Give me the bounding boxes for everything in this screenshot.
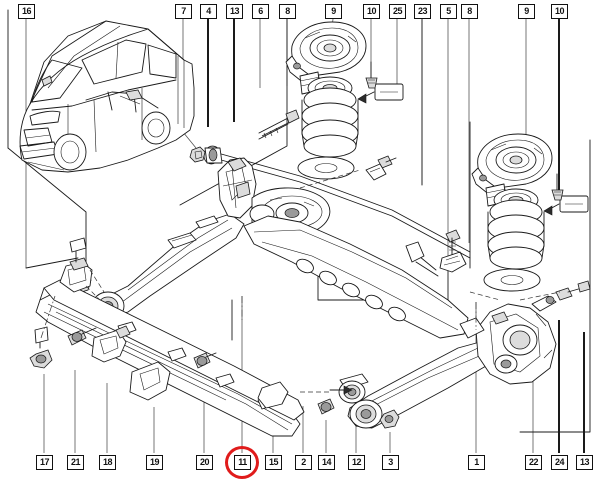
part-left-strut-assembly xyxy=(285,21,404,181)
callout-16[interactable]: 16 xyxy=(18,4,35,19)
callout-18[interactable]: 18 xyxy=(99,455,116,470)
callout-8[interactable]: 8 xyxy=(279,4,296,19)
part-front-subframe-crossmember xyxy=(29,237,400,437)
callout-10[interactable]: 10 xyxy=(551,4,568,19)
callout-4[interactable]: 4 xyxy=(200,4,217,19)
callout-19[interactable]: 19 xyxy=(146,455,163,470)
callout-9[interactable]: 9 xyxy=(325,4,342,19)
callout-20[interactable]: 20 xyxy=(196,455,213,470)
callout-13[interactable]: 13 xyxy=(576,455,593,470)
construction-lines xyxy=(85,169,561,330)
callout-25[interactable]: 25 xyxy=(389,4,406,19)
callout-5[interactable]: 5 xyxy=(440,4,457,19)
callout-22[interactable]: 22 xyxy=(525,455,542,470)
callout-23[interactable]: 23 xyxy=(414,4,431,19)
callout-2[interactable]: 2 xyxy=(295,455,312,470)
callout-17[interactable]: 17 xyxy=(36,455,53,470)
callout-10[interactable]: 10 xyxy=(363,4,380,19)
callout-24[interactable]: 24 xyxy=(551,455,568,470)
callout-8[interactable]: 8 xyxy=(461,4,478,19)
callout-highlight-ring xyxy=(225,446,259,479)
leader-lines-bottom xyxy=(43,296,585,453)
part-tie-rod-assembly xyxy=(189,109,471,259)
callout-9[interactable]: 9 xyxy=(518,4,535,19)
callout-13[interactable]: 13 xyxy=(226,4,243,19)
callout-21[interactable]: 21 xyxy=(67,455,84,470)
callout-11[interactable]: 11 xyxy=(234,455,251,470)
callout-15[interactable]: 15 xyxy=(265,455,282,470)
callout-7[interactable]: 7 xyxy=(175,4,192,19)
callout-3[interactable]: 3 xyxy=(382,455,399,470)
callout-12[interactable]: 12 xyxy=(348,455,365,470)
callout-1[interactable]: 1 xyxy=(468,455,485,470)
callout-6[interactable]: 6 xyxy=(252,4,269,19)
vehicle-illustration xyxy=(19,20,195,173)
part-right-strut-assembly xyxy=(405,133,589,292)
callout-14[interactable]: 14 xyxy=(318,455,335,470)
